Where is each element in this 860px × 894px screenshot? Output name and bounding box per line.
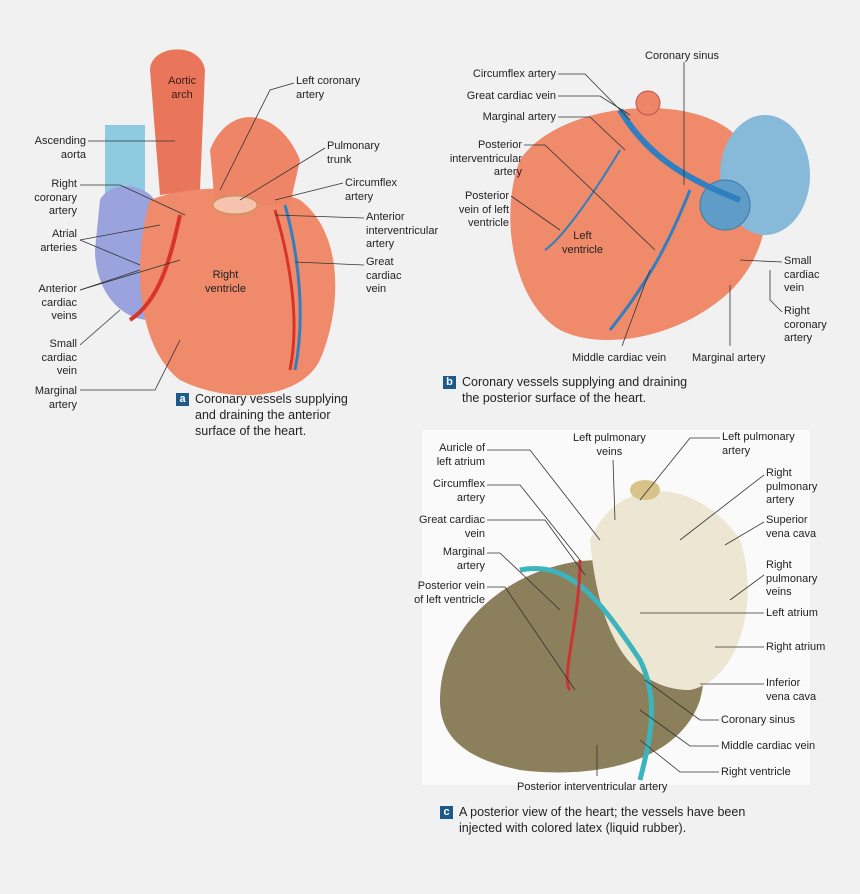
- label-right-ventricle-c: Right ventricle: [721, 766, 791, 778]
- leader-lines: [79, 62, 783, 776]
- label-right-atrium: Right atrium: [766, 641, 826, 653]
- label-right-pulmonary-veins: Right pulmonary veins: [766, 559, 818, 598]
- caption-a: a Coronary vessels supplying and drainin…: [176, 391, 348, 439]
- label-auricle-left-atrium: Auricle of left atrium: [436, 442, 485, 468]
- label-great-cardiac-vein-b: Great cardiac vein: [466, 90, 556, 102]
- label-anterior-interventricular-artery: Anterior interventricular artery: [366, 211, 439, 250]
- label-small-cardiac-vein-b: Small cardiac vein: [784, 255, 820, 294]
- label-left-ventricle: Left ventricle: [562, 230, 603, 256]
- caption-b: b Coronary vessels supplying and drainin…: [443, 374, 687, 406]
- label-posterior-vein-left-ventricle: Posterior vein of left ventricle: [458, 190, 509, 229]
- label-anterior-cardiac-veins: Anterior cardiac veins: [38, 283, 77, 322]
- label-small-cardiac-vein: Small cardiac vein: [41, 338, 77, 377]
- badge-b: b: [443, 376, 456, 389]
- label-inferior-vena-cava: Inferior vena cava: [766, 677, 817, 703]
- label-coronary-sinus: Coronary sinus: [645, 50, 719, 62]
- label-superior-vena-cava: Superior vena cava: [766, 514, 817, 540]
- posterior-heart-illustration: [510, 90, 810, 340]
- label-left-atrium: Left atrium: [766, 607, 818, 619]
- label-left-coronary-artery: Left coronary artery: [296, 75, 361, 101]
- label-posterior-interventricular-artery-c: Posterior interventricular artery: [517, 781, 668, 793]
- label-great-cardiac-vein-c: Great cardiac vein: [418, 514, 485, 540]
- label-ascending-aorta: Ascending aorta: [34, 135, 86, 161]
- caption-c: c A posterior view of the heart; the ves…: [440, 804, 745, 836]
- label-aortic-arch: Aortic arch: [168, 75, 197, 101]
- badge-a: a: [176, 393, 189, 406]
- label-marginal-artery: Marginal artery: [34, 385, 77, 411]
- label-posterior-vein-left-ventricle-c: Posterior vein of left ventricle: [414, 580, 485, 606]
- label-right-coronary-artery: Right coronary artery: [34, 178, 77, 217]
- anterior-heart-illustration: [95, 49, 336, 396]
- label-middle-cardiac-vein: Middle cardiac vein: [572, 352, 667, 364]
- label-pulmonary-trunk: Pulmonary trunk: [327, 140, 380, 166]
- caption-c-text: A posterior view of the heart; the vesse…: [459, 805, 746, 835]
- label-left-pulmonary-artery: Left pulmonary artery: [722, 431, 795, 457]
- label-left-pulmonary-veins: Left pulmonary veins: [573, 432, 646, 458]
- label-right-coronary-artery-b: Right coronary artery: [784, 305, 827, 344]
- badge-c: c: [440, 806, 453, 819]
- label-circumflex-artery: Circumflex artery: [345, 177, 397, 203]
- label-great-cardiac-vein: Great cardiac vein: [366, 256, 402, 295]
- label-marginal-artery-b2: Marginal artery: [692, 352, 766, 364]
- label-right-ventricle: Right ventricle: [205, 269, 246, 295]
- label-atrial-arteries: Atrial arteries: [40, 228, 77, 254]
- caption-b-text: Coronary vessels supplying and draining …: [462, 375, 688, 405]
- label-marginal-artery-b: Marginal artery: [482, 111, 556, 123]
- label-middle-cardiac-vein-c: Middle cardiac vein: [721, 740, 816, 752]
- label-posterior-interventricular-artery: Posterior interventricular artery: [449, 139, 522, 178]
- label-circumflex-artery-c: Circumflex artery: [433, 478, 485, 504]
- label-marginal-artery-c: Marginal artery: [442, 546, 485, 572]
- caption-a-text: Coronary vessels supplying and draining …: [195, 392, 348, 438]
- label-right-pulmonary-artery: Right pulmonary artery: [766, 467, 818, 506]
- label-circumflex-artery-b: Circumflex artery: [472, 68, 556, 80]
- label-coronary-sinus-c: Coronary sinus: [721, 714, 795, 726]
